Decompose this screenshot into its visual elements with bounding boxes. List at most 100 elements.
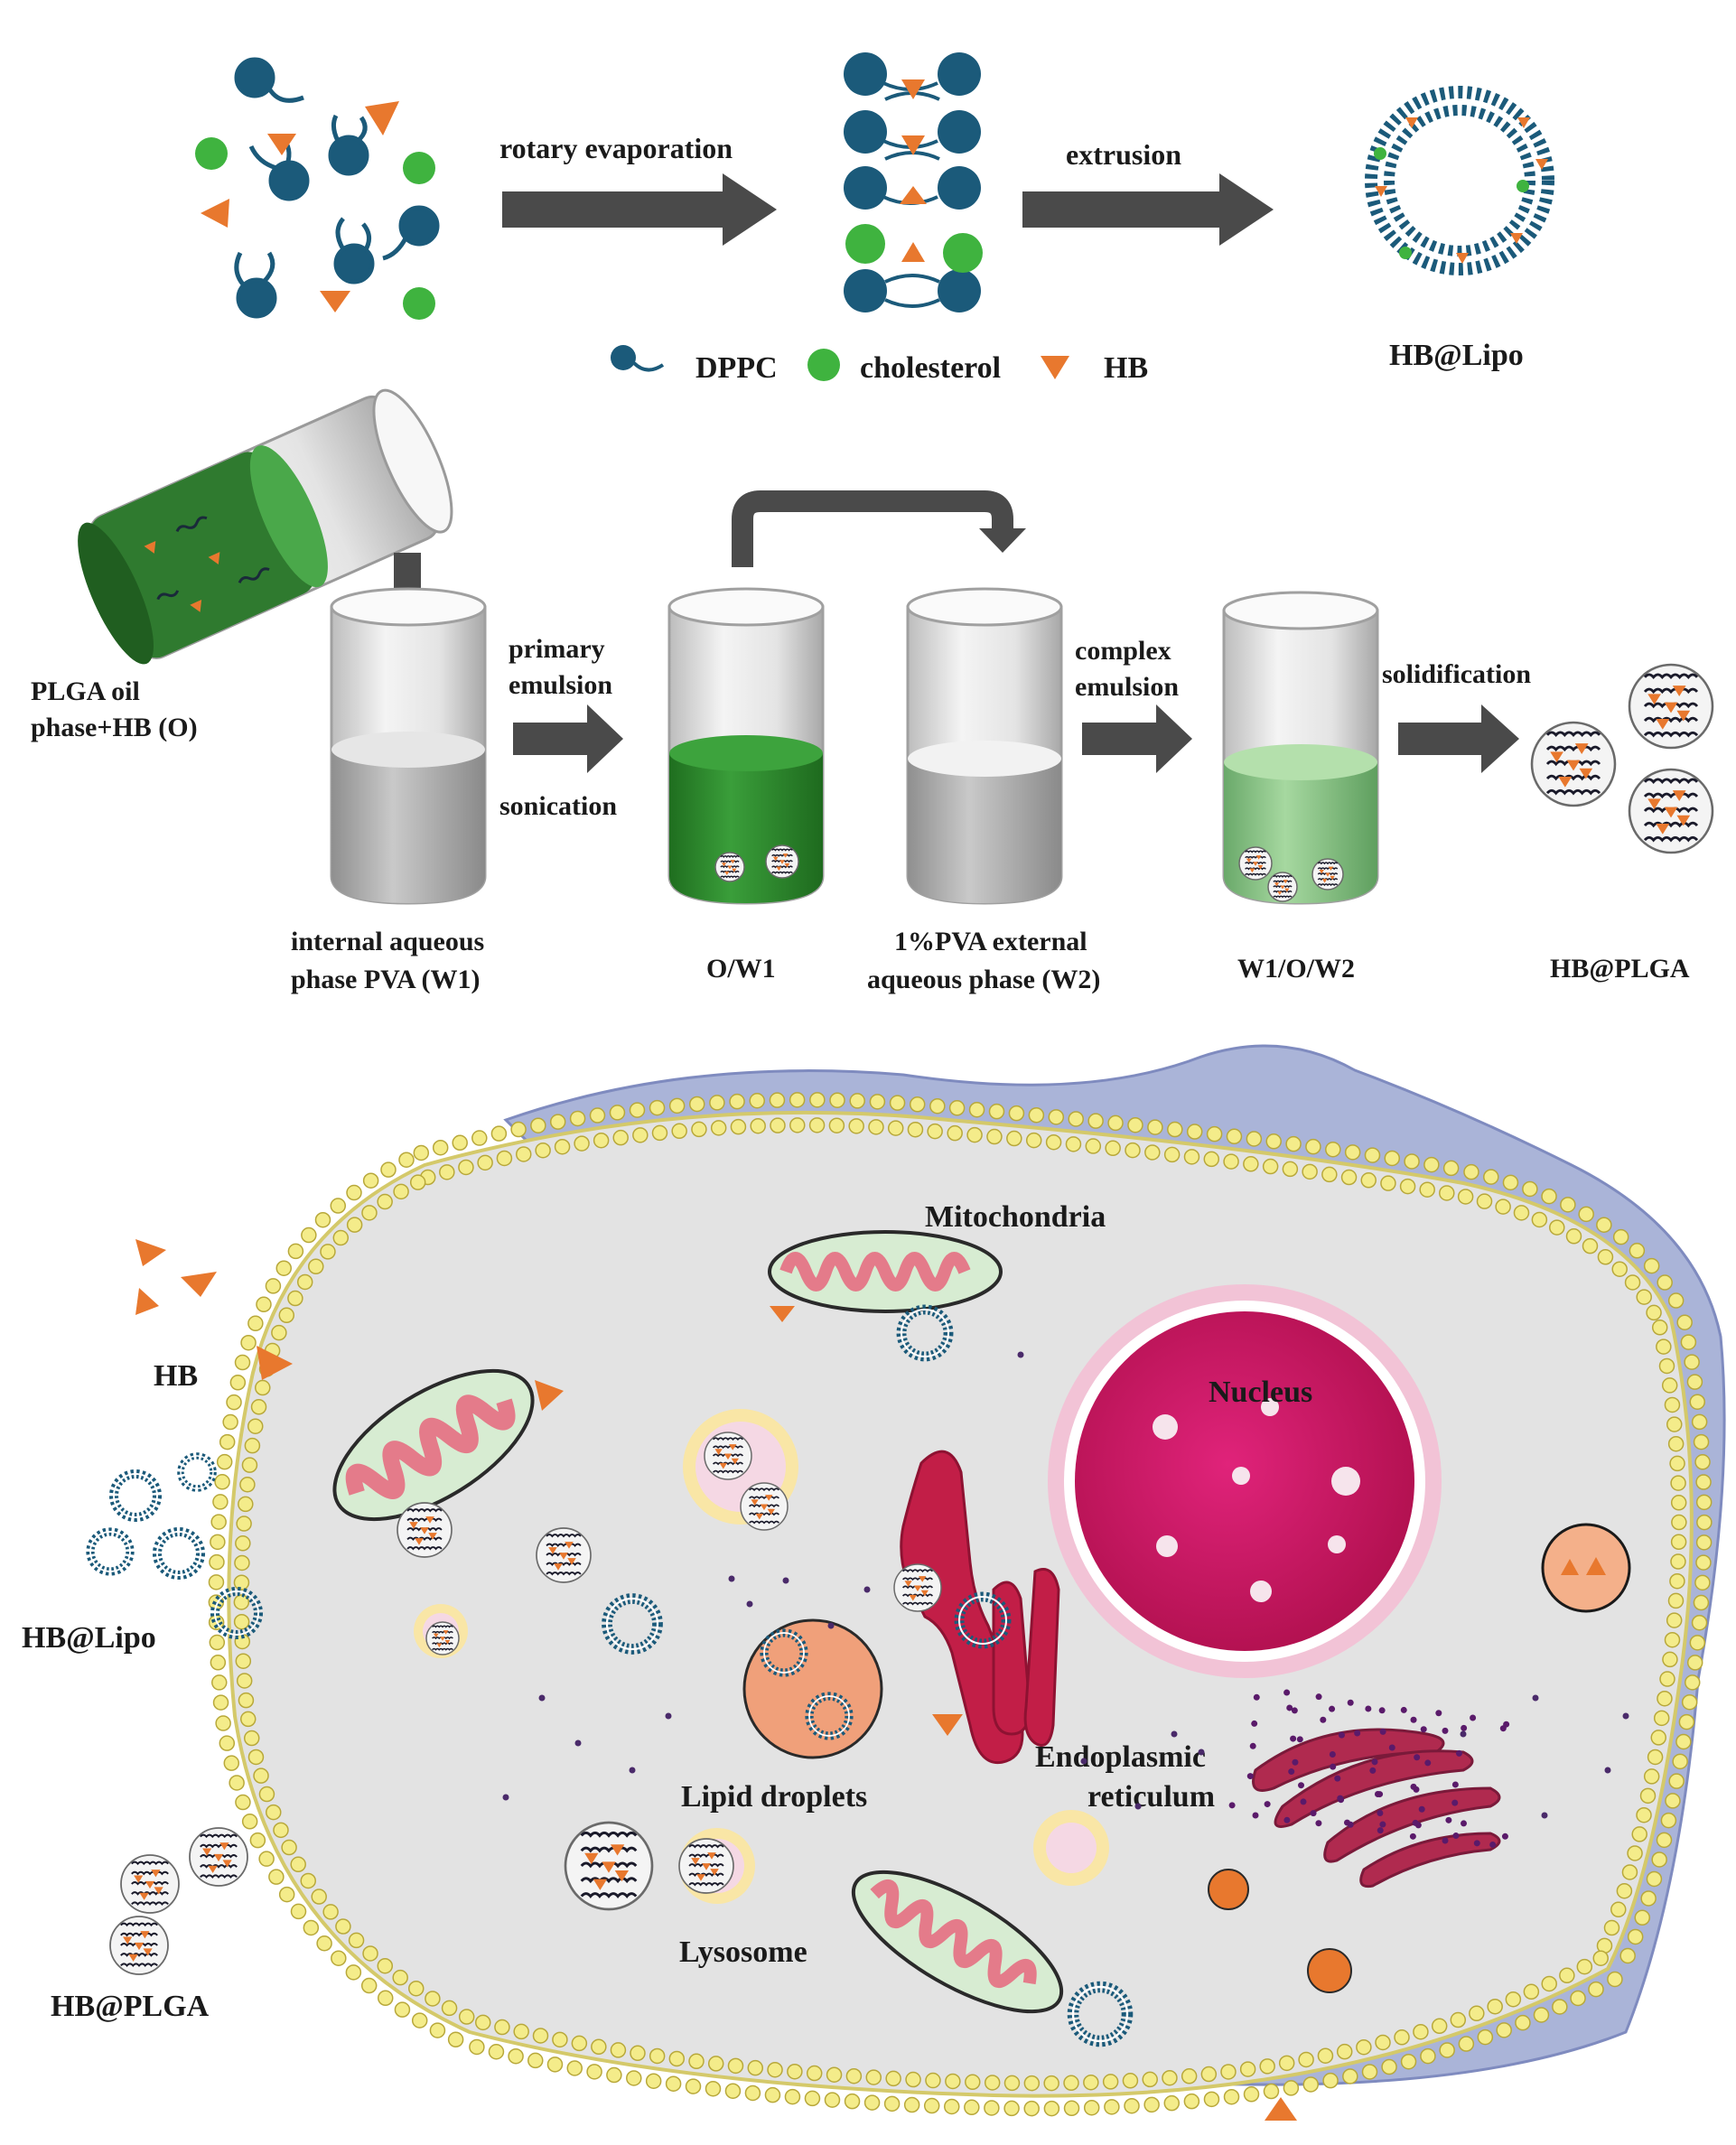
membrane-head — [630, 2045, 646, 2062]
membrane-head — [268, 1869, 285, 1885]
golgi-dot — [1291, 1707, 1298, 1714]
membrane-head — [710, 1120, 727, 1136]
membrane-head — [1582, 1237, 1599, 1254]
membrane-head — [223, 1755, 240, 1771]
cyto-dot — [746, 1600, 753, 1608]
cholesterol-molecules — [195, 137, 435, 320]
membrane-head — [535, 1142, 551, 1159]
membrane-head — [1671, 1514, 1687, 1531]
membrane-head — [377, 1957, 394, 1974]
membrane-head — [1104, 2099, 1120, 2115]
golgi-dot — [1347, 1699, 1354, 1706]
membrane-head — [804, 2090, 821, 2107]
membrane-head — [380, 1161, 397, 1178]
membrane-head — [219, 1433, 236, 1450]
membrane-head — [432, 1139, 449, 1156]
dppc-molecules — [234, 57, 440, 319]
membrane-head — [986, 1128, 1003, 1145]
membrane-head — [236, 1515, 252, 1532]
membrane-head — [905, 2071, 921, 2088]
membrane-head — [1122, 2073, 1139, 2089]
golgi-dot — [1354, 1730, 1361, 1737]
golgi-dot — [1501, 1833, 1508, 1840]
hb-lipo-particles — [86, 1304, 1134, 2047]
membrane-head — [508, 2047, 524, 2065]
hb-molecules — [201, 101, 399, 312]
membrane-head — [845, 2067, 863, 2084]
golgi-dot — [1461, 1724, 1468, 1731]
membrane-head — [1610, 1901, 1627, 1918]
membrane-head — [1124, 2097, 1140, 2114]
membrane-head — [1670, 1475, 1686, 1491]
membrane-head — [290, 1856, 306, 1873]
membrane-head — [632, 1127, 649, 1143]
membrane-head — [1239, 2061, 1256, 2077]
membrane-head — [612, 1129, 629, 1146]
membrane-head — [1102, 2074, 1119, 2090]
membrane-head — [1670, 1534, 1687, 1551]
membrane-head — [1048, 1109, 1065, 1125]
membrane-head — [377, 1193, 393, 1210]
membrane-head — [1667, 1592, 1685, 1609]
cyto-dot — [728, 1575, 735, 1582]
membrane-head — [1596, 1217, 1612, 1233]
membrane-head — [1691, 1614, 1708, 1631]
membrane-head — [1265, 1133, 1282, 1150]
membrane-head — [1666, 1416, 1683, 1432]
membrane-head — [1505, 1991, 1522, 2008]
membrane-head — [240, 1334, 257, 1351]
membrane-head — [709, 1095, 725, 1111]
membrane-head — [808, 1117, 826, 1133]
membrane-head — [331, 1950, 347, 1966]
plga-sphere-6 — [425, 1621, 460, 1655]
membrane-head — [574, 1135, 590, 1152]
membrane-head — [1457, 1189, 1474, 1205]
golgi-dot — [1412, 1819, 1419, 1826]
lipo-ring-10 — [760, 1628, 808, 1677]
membrane-head — [303, 1919, 320, 1936]
membrane-head — [296, 1273, 313, 1291]
membrane-head — [1541, 1188, 1557, 1205]
membrane-head — [1570, 1990, 1586, 2007]
membrane-head — [1691, 1413, 1708, 1431]
membrane-head — [1200, 2066, 1218, 2083]
membrane-head — [1621, 1864, 1638, 1880]
membrane-head — [1643, 1768, 1660, 1785]
membrane-head — [1125, 1142, 1141, 1159]
lipo-ring-4 — [152, 1526, 206, 1581]
cyto-dot — [1604, 1767, 1611, 1774]
golgi-dot — [1400, 1706, 1407, 1713]
label-extrusion: extrusion — [1066, 138, 1181, 171]
membrane-head — [1147, 1119, 1163, 1135]
golgi-dot — [1296, 1736, 1303, 1743]
membrane-head — [945, 2073, 961, 2090]
membrane-head — [1183, 1149, 1200, 1165]
golgi-dot — [1347, 1821, 1354, 1828]
membrane-head — [211, 1674, 228, 1691]
cyto-dot — [502, 1794, 509, 1801]
membrane-head — [1522, 1180, 1538, 1198]
golgi-dot — [1451, 1799, 1459, 1806]
membrane-head — [1063, 2075, 1079, 2092]
label-nucleus: Nucleus — [1209, 1376, 1312, 1409]
membrane-head — [1659, 1671, 1675, 1687]
membrane-head — [238, 1496, 254, 1513]
membrane-head — [393, 1183, 409, 1200]
beaker-w1 — [330, 587, 487, 905]
golgi-dot — [1452, 1833, 1460, 1840]
membrane-head — [1023, 2075, 1041, 2092]
golgi-dot — [1283, 1689, 1291, 1696]
membrane-head — [668, 1097, 686, 1114]
membrane-head — [1321, 1166, 1338, 1183]
membrane-head — [209, 1634, 226, 1651]
membrane-head — [863, 2094, 881, 2111]
membrane-head — [258, 1851, 275, 1867]
membrane-head — [348, 1932, 365, 1949]
membrane-head — [1612, 1228, 1629, 1245]
golgi-dot — [1292, 1758, 1299, 1766]
hb-triangles-cell — [135, 1239, 1297, 2121]
golgi-dot — [1249, 1742, 1256, 1749]
membrane-head — [1419, 1181, 1435, 1198]
membrane-head — [1651, 1851, 1667, 1868]
